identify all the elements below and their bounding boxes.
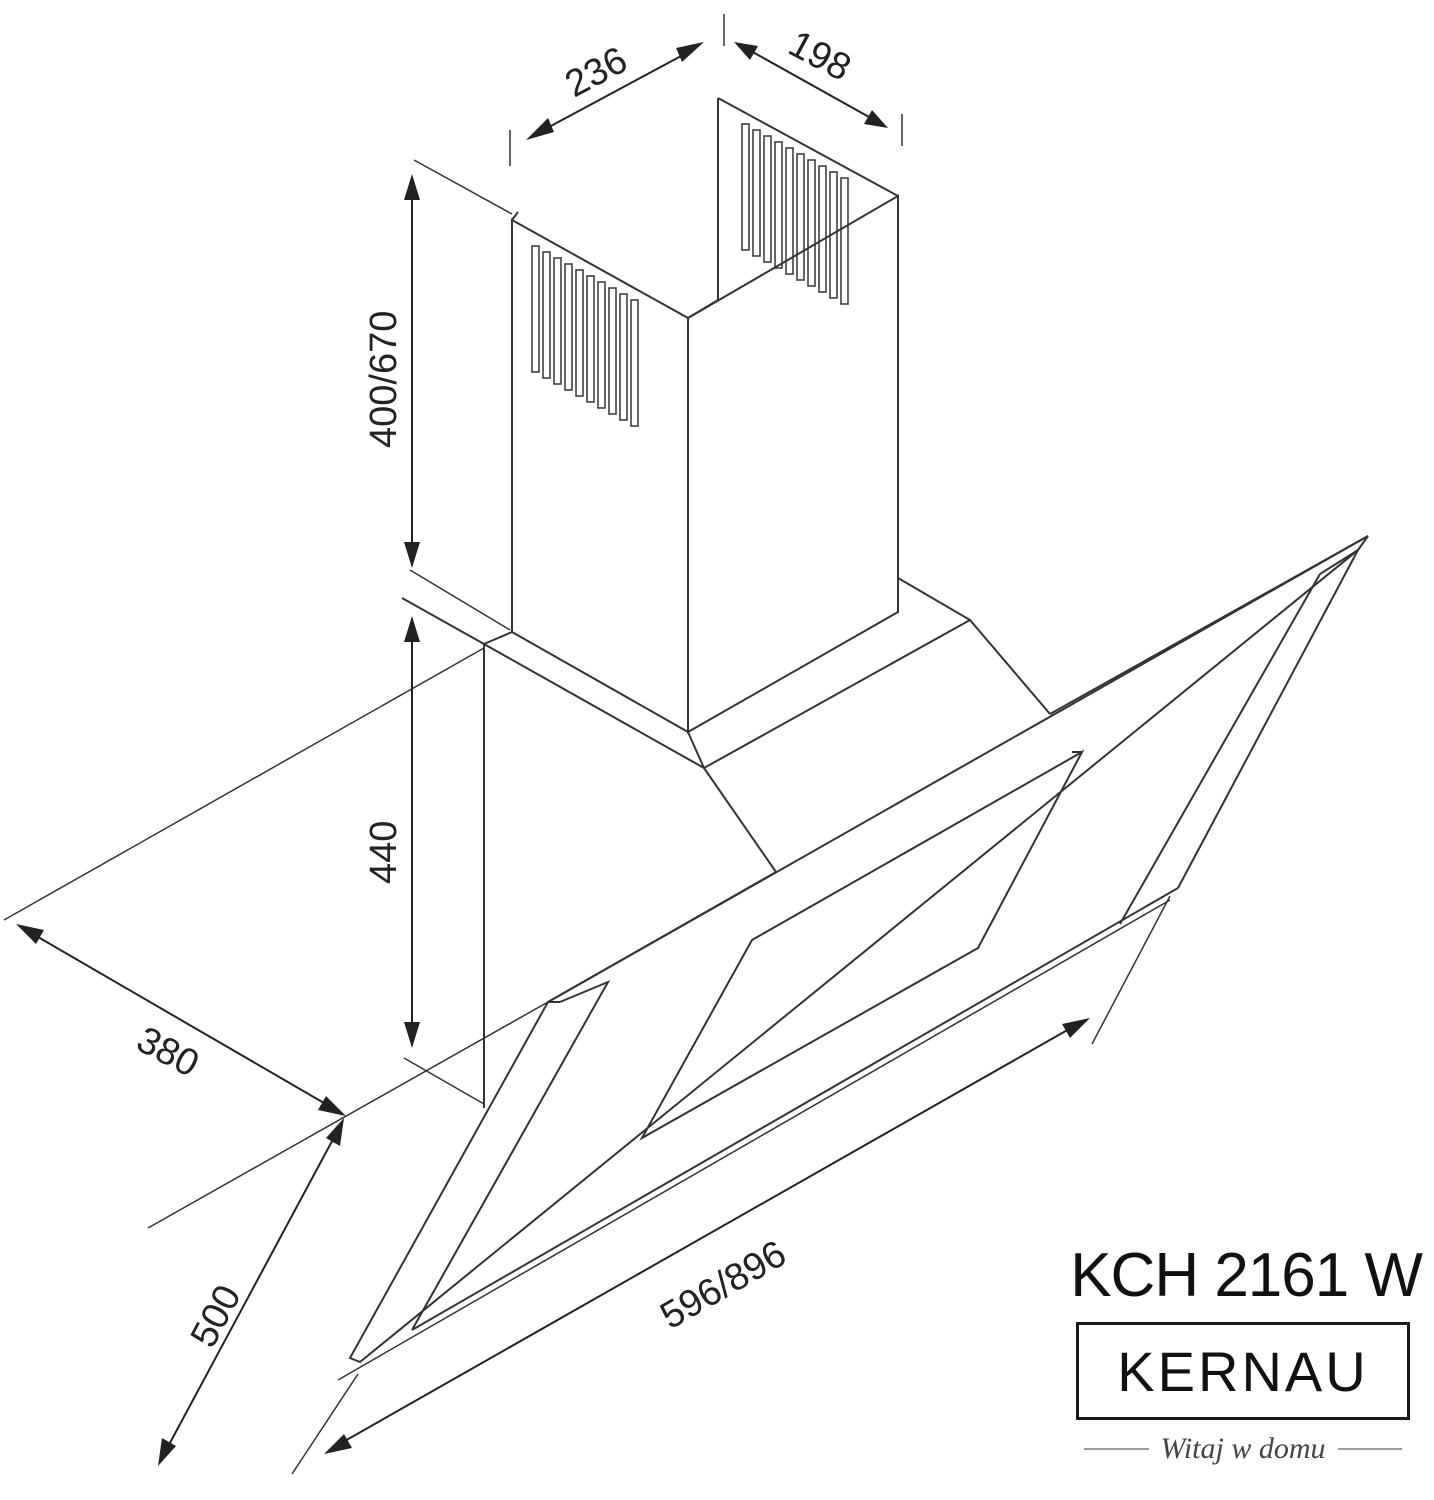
extension-lines — [3, 14, 1171, 1475]
dim-label-hood-height: 440 — [363, 821, 405, 884]
dim-label-glass-depth: 500 — [183, 1279, 250, 1355]
dim-label-hood-width: 596/896 — [654, 1233, 794, 1338]
dim-label-duct-depth: 198 — [782, 23, 858, 90]
dimension-lines — [16, 42, 1090, 1466]
dim-label-hood-depth: 380 — [130, 1019, 206, 1086]
brand-tagline: Witaj w domu — [1160, 1432, 1326, 1465]
dim-label-duct-width: 236 — [559, 39, 635, 106]
glass-panel — [348, 535, 1369, 1364]
tagline-rule-left — [1084, 1448, 1149, 1450]
chimney-duct — [511, 97, 899, 734]
control-panel-recess — [639, 749, 1085, 1141]
duct-vent-slots-front — [531, 245, 639, 427]
motor-housing — [401, 577, 1051, 1108]
model-number: KCH 2161 W — [1070, 1241, 1423, 1310]
dim-label-duct-height: 400/670 — [363, 311, 405, 448]
brand-logo-box: KERNAU — [1076, 1322, 1410, 1420]
brand-tagline-row: Witaj w domu — [1084, 1432, 1403, 1466]
duct-vent-slots-rear — [741, 123, 849, 305]
brand-logo: KERNAU — [1117, 1339, 1369, 1403]
tagline-rule-right — [1337, 1448, 1403, 1450]
